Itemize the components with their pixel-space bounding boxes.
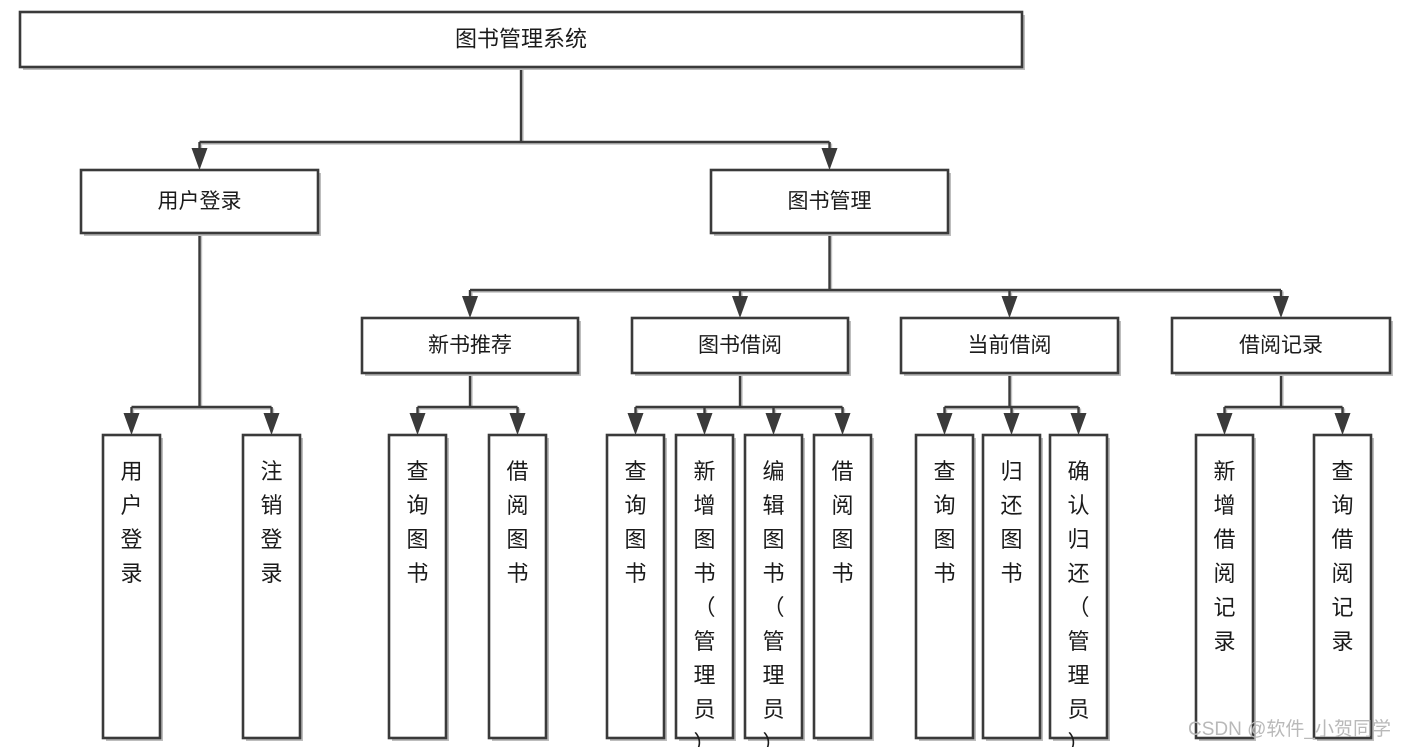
node-label: 用户登录 — [120, 459, 142, 586]
node-root[interactable]: 图书管理系统 — [18, 10, 1025, 70]
node-leaf-return-book[interactable]: 归还图书 — [981, 433, 1043, 741]
node-label: 图书借阅 — [698, 334, 782, 357]
node-leaf-add-book[interactable]: 新增图书（管理员） — [674, 433, 736, 747]
node-label: 当前借阅 — [968, 334, 1052, 357]
node-box — [18, 10, 1024, 69]
node-label: 查询图书 — [624, 459, 646, 586]
node-book-manage[interactable]: 图书管理 — [709, 168, 951, 236]
node-box — [709, 168, 950, 235]
node-label: 查询借阅记录 — [1331, 459, 1353, 654]
node-label: 确认归还（管理员） — [1067, 459, 1089, 747]
node-label: 注销登录 — [260, 459, 282, 586]
node-label: 图书管理 — [788, 190, 872, 213]
node-box — [914, 433, 975, 740]
nodes-layer: 图书管理系统用户登录图书管理新书推荐图书借阅当前借阅借阅记录用户登录注销登录查询… — [18, 10, 1393, 747]
node-leaf-confirm-return[interactable]: 确认归还（管理员） — [1048, 433, 1110, 747]
node-box — [899, 316, 1120, 375]
node-leaf-borrow-book[interactable]: 借阅图书 — [812, 433, 874, 741]
node-box — [487, 433, 548, 740]
node-box — [1194, 433, 1255, 740]
node-new-book-recommend[interactable]: 新书推荐 — [360, 316, 581, 376]
node-leaf-borrow-book-recommend[interactable]: 借阅图书 — [487, 433, 549, 741]
node-box — [1170, 316, 1392, 375]
node-leaf-query-book-recommend[interactable]: 查询图书 — [387, 433, 449, 741]
node-box — [981, 433, 1042, 740]
node-leaf-add-borrow-record[interactable]: 新增借阅记录 — [1194, 433, 1256, 741]
node-box — [101, 433, 162, 740]
node-label: 新增图书（管理员） — [693, 459, 715, 747]
edges-layer — [123, 67, 1351, 435]
node-book-borrow[interactable]: 图书借阅 — [630, 316, 851, 376]
node-user-login[interactable]: 用户登录 — [79, 168, 321, 236]
node-leaf-query-book-borrow[interactable]: 查询图书 — [605, 433, 667, 741]
node-box — [1312, 433, 1373, 740]
node-label: 新书推荐 — [428, 334, 512, 357]
node-label: 借阅记录 — [1239, 334, 1323, 357]
node-label: 借阅图书 — [831, 459, 853, 586]
node-leaf-user-login[interactable]: 用户登录 — [101, 433, 163, 741]
node-box — [360, 316, 580, 375]
node-box — [79, 168, 320, 235]
node-label: 归还图书 — [1000, 459, 1022, 586]
node-leaf-user-logout[interactable]: 注销登录 — [241, 433, 303, 741]
node-leaf-edit-book[interactable]: 编辑图书（管理员） — [743, 433, 805, 747]
node-label: 查询图书 — [933, 459, 955, 586]
node-box — [1048, 433, 1109, 740]
node-label: 查询图书 — [406, 459, 428, 586]
node-box — [387, 433, 448, 740]
node-box — [674, 433, 735, 740]
node-box — [241, 433, 302, 740]
node-borrow-record[interactable]: 借阅记录 — [1170, 316, 1393, 376]
node-label: 编辑图书（管理员） — [762, 459, 784, 747]
node-label: 借阅图书 — [506, 459, 528, 586]
node-box — [630, 316, 850, 375]
node-leaf-query-borrow-record[interactable]: 查询借阅记录 — [1312, 433, 1374, 741]
node-label: 用户登录 — [158, 190, 242, 213]
node-box — [743, 433, 804, 740]
node-current-borrow[interactable]: 当前借阅 — [899, 316, 1121, 376]
node-label: 新增借阅记录 — [1213, 459, 1235, 654]
node-label: 图书管理系统 — [455, 26, 587, 51]
node-leaf-query-book-current[interactable]: 查询图书 — [914, 433, 976, 741]
node-box — [605, 433, 666, 740]
node-box — [812, 433, 873, 740]
